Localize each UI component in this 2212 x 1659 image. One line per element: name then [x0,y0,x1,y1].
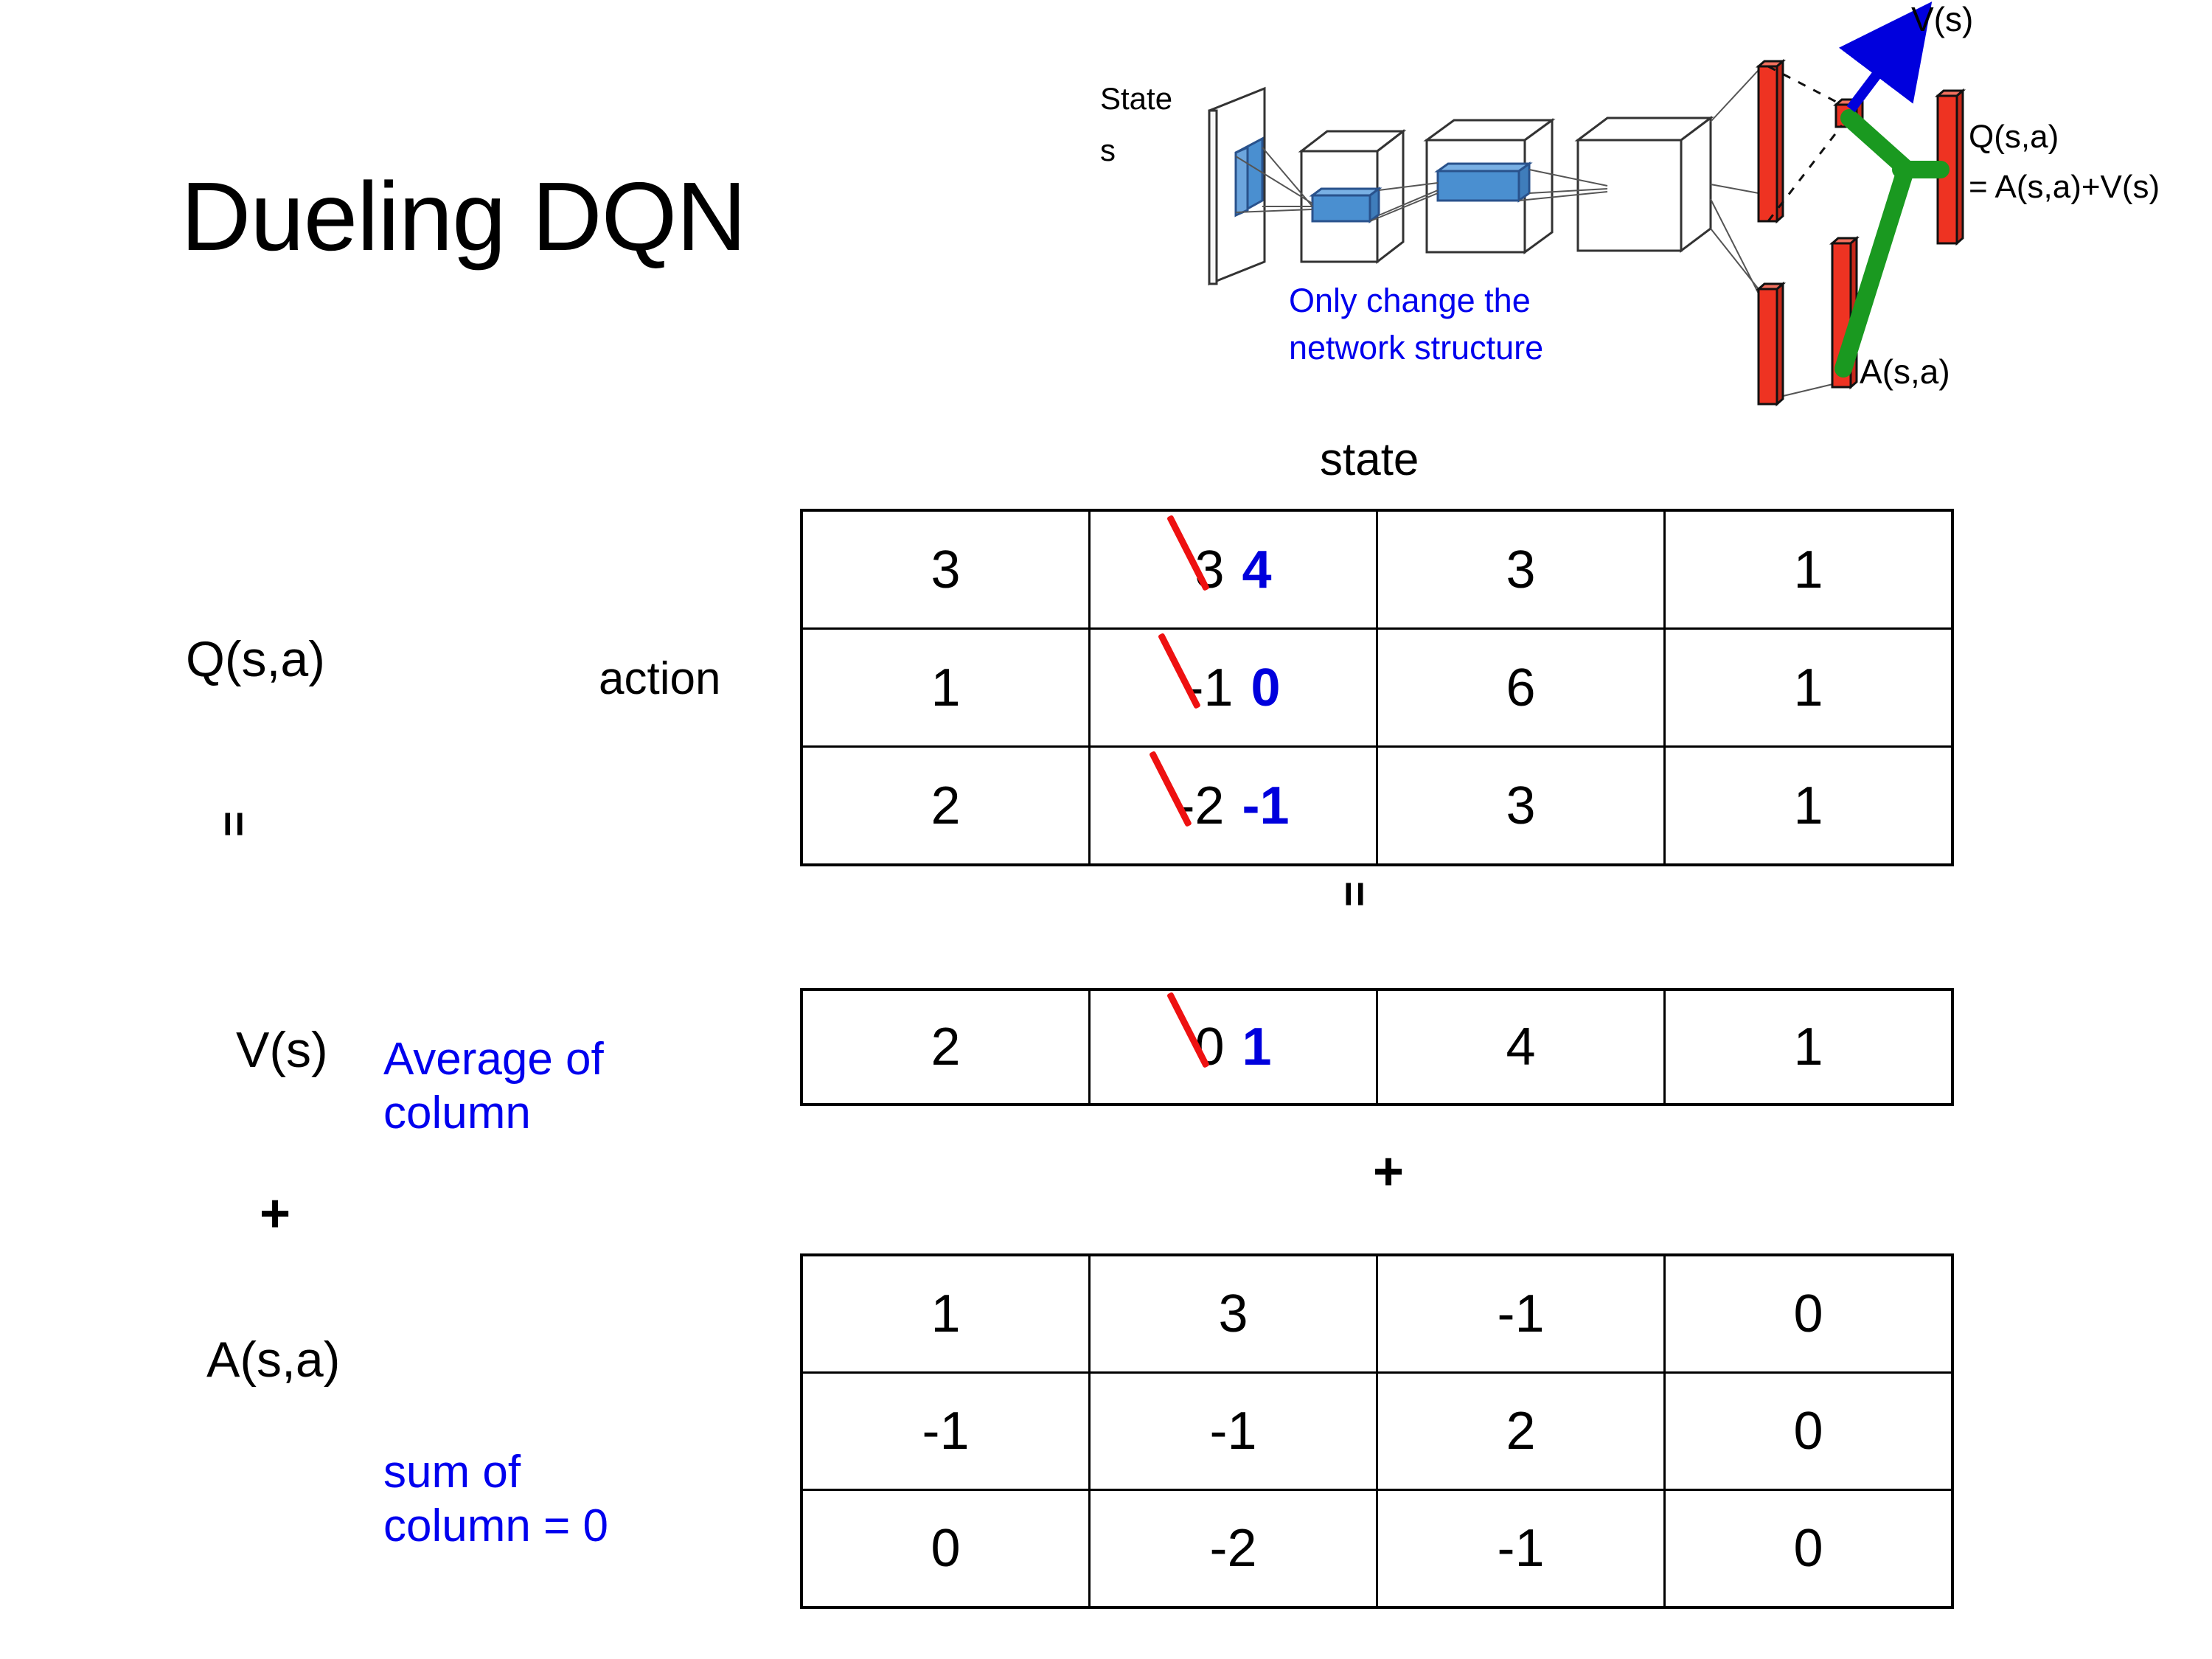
table-cell: 0 [1663,1371,1954,1491]
diagram-q-label-line2: = A(s,a)+V(s) [1969,169,2160,205]
table-cell: 4 [1375,988,1666,1106]
table-cell: 0 [1663,1489,1954,1609]
diagram-a-label: A(s,a) [1860,352,1950,391]
page-title: Dueling DQN [181,162,747,271]
table-cell: 1 [800,1253,1091,1374]
struck-original-value: -2 [1177,776,1225,835]
table-cell: -2 -1 [1088,745,1378,866]
table-cell: 1 [1663,509,1954,630]
table-cell: -1 [800,1371,1091,1491]
average-note-line1: Average of [383,1034,604,1085]
struck-original-value: -1 [1186,658,1234,717]
struck-original-value: 0 [1194,1018,1225,1077]
diagram-v-label: V(s) [1911,0,1973,38]
average-of-column-note: Average of column [383,1032,604,1140]
q-matrix-label: Q(s,a) [186,631,325,687]
corrected-value: -1 [1242,776,1290,835]
dueling-network-diagram: State s Only change the network structur… [1091,0,2212,413]
table-cell: 0 [1663,1253,1954,1374]
sum-note-line2: column = 0 [383,1500,609,1552]
corrected-value: 4 [1242,540,1272,599]
table-cell: 3 [800,509,1091,630]
table-cell: -1 [1375,1253,1666,1374]
table-cell: -2 [1088,1489,1378,1609]
state-axis-label: state [1320,434,1419,485]
diagram-state-label-line2: s [1100,133,1116,167]
table-cell: 3 [1088,1253,1378,1374]
diagram-state-label-line1: State [1100,81,1172,116]
table-cell: -1 [1088,1371,1378,1491]
diagram-q-label-line1: Q(s,a) [1969,119,2059,155]
table-cell: 3 [1375,745,1666,866]
a-matrix-label: A(s,a) [206,1332,341,1388]
table-cell: 1 [1663,988,1954,1106]
diagram-note-line2: network structure [1289,329,1543,366]
v-vector-label: V(s) [236,1022,328,1078]
corrected-cell: -2 -1 [1091,748,1376,863]
struck-original-value: 3 [1194,540,1225,599]
plus-operator-2: + [1373,1142,1405,1201]
table-cell: 0 [800,1489,1091,1609]
table-cell: -1 0 [1088,627,1378,748]
table-cell: -1 [1375,1489,1666,1609]
table-cell: 1 [1663,627,1954,748]
table-cell: 1 [1663,745,1954,866]
diagram-note-line1: Only change the [1289,282,1531,319]
equals-operator-1: = [209,811,259,838]
equals-operator-2: = [1330,881,1380,908]
plus-operator-1: + [260,1184,291,1243]
corrected-value: 0 [1251,658,1281,717]
table-cell: 1 [800,627,1091,748]
corrected-cell: -1 0 [1091,630,1376,745]
table-cell: 3 [1375,509,1666,630]
action-axis-label: action [599,653,721,704]
average-note-line2: column [383,1088,531,1139]
table-cell: 2 [800,745,1091,866]
table-cell: 2 [800,988,1091,1106]
table-cell: 6 [1375,627,1666,748]
sum-of-column-note: sum of column = 0 [383,1445,608,1553]
table-cell: 2 [1375,1371,1666,1491]
sum-note-line1: sum of [383,1447,521,1498]
corrected-value: 1 [1242,1018,1272,1077]
